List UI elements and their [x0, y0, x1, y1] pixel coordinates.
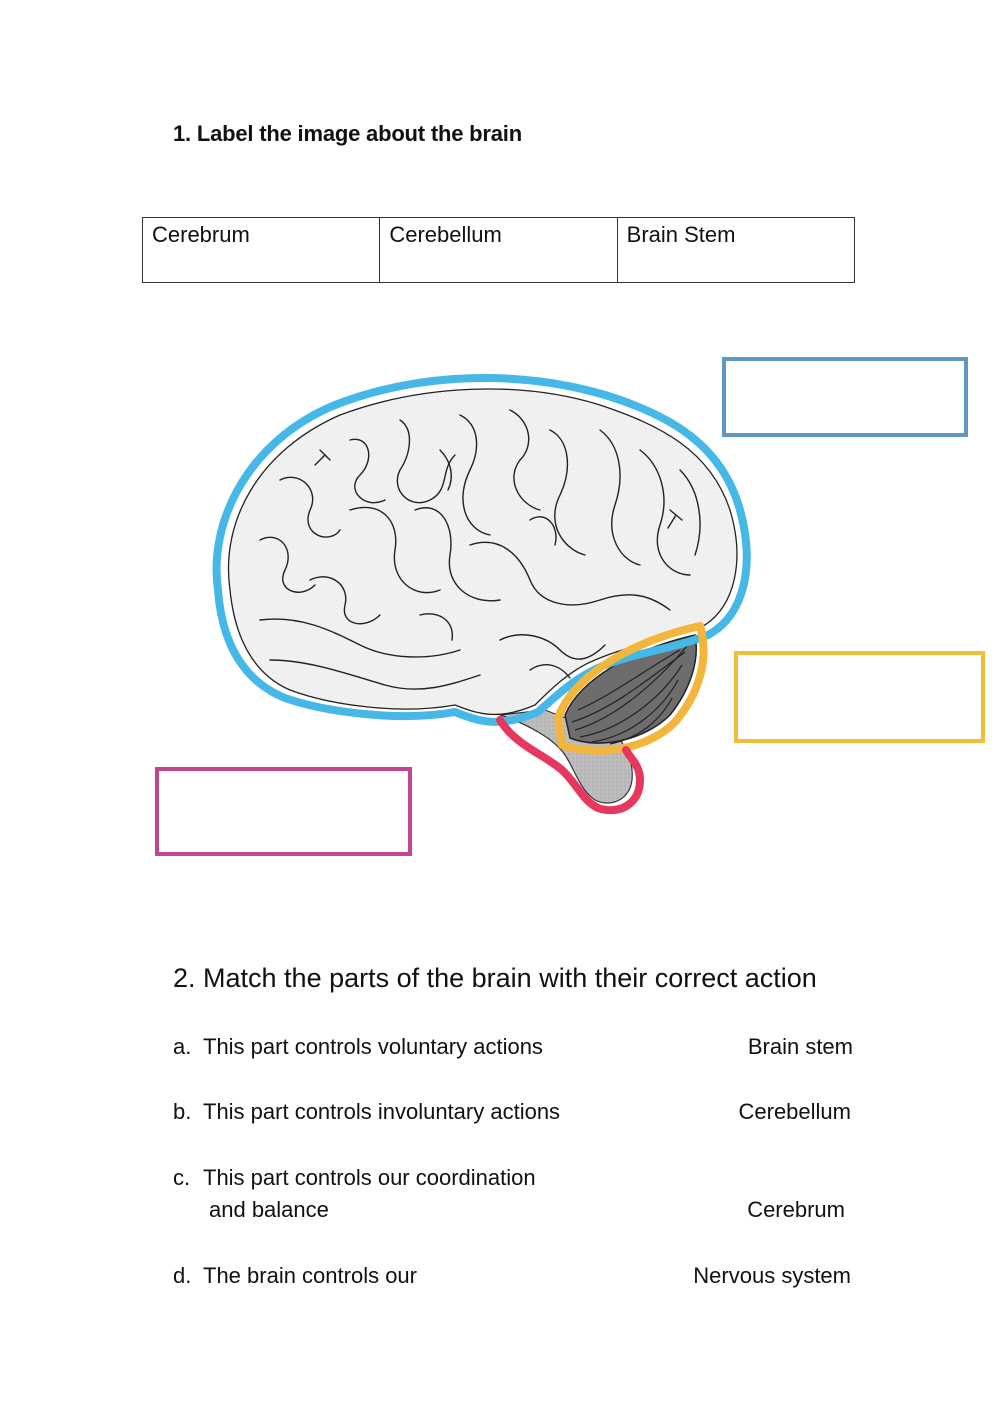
item-statement: This part controls voluntary actions — [203, 1034, 543, 1059]
cerebrum-outline — [212, 374, 751, 726]
item-letter: d. — [173, 1263, 192, 1288]
cerebellum-outline — [554, 622, 708, 755]
word-bank-brain-stem[interactable]: Brain Stem — [626, 222, 736, 247]
cerebrum-label-box[interactable] — [722, 357, 968, 437]
item-statement: This part controls our coordination — [203, 1165, 536, 1190]
word-bank-table: Cerebrum Cerebellum Brain Stem — [142, 217, 855, 283]
cerebrum — [227, 388, 738, 716]
item-statement: The brain controls our — [203, 1263, 417, 1288]
item-statement-continuation: and balance — [209, 1197, 329, 1222]
cerebellum — [564, 634, 697, 745]
brain-stem-outline — [496, 716, 645, 815]
question-1-title: 1. Label the image about the brain — [173, 121, 522, 146]
match-option[interactable]: Cerebrum — [747, 1197, 845, 1222]
item-letter: b. — [173, 1099, 192, 1124]
word-bank-cerebellum[interactable]: Cerebellum — [380, 218, 618, 282]
word-bank-cerebrum[interactable]: Cerebrum — [143, 218, 381, 282]
item-statement: This part controls involuntary actions — [203, 1099, 561, 1124]
brain-stem-label-box[interactable] — [155, 767, 412, 856]
item-letter: a. — [173, 1034, 192, 1059]
item-letter: c. — [173, 1165, 191, 1190]
match-option[interactable]: Cerebellum — [738, 1099, 852, 1124]
question-2-title: 2. Match the parts of the brain with the… — [173, 963, 817, 993]
cerebellum-label-box[interactable] — [734, 651, 985, 743]
brain-illustration — [212, 374, 751, 815]
match-option[interactable]: Nervous system — [693, 1263, 851, 1288]
match-option[interactable]: Brain stem — [747, 1034, 853, 1059]
